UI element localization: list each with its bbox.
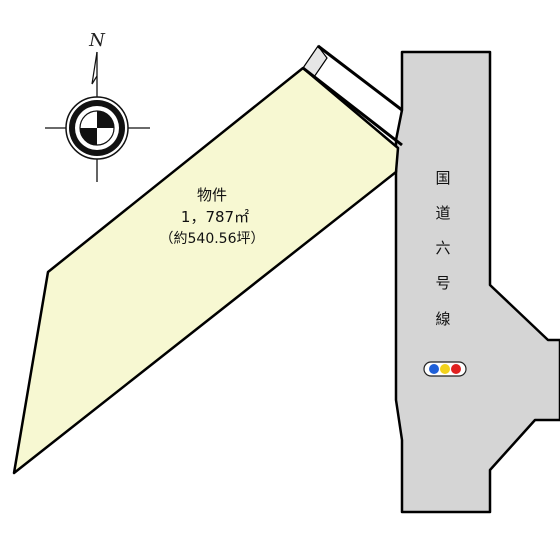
road-route-6: [394, 50, 560, 514]
signal-red-light: [451, 364, 461, 374]
road-name-char: 道: [435, 204, 450, 222]
property-area: 1，787㎡: [181, 208, 249, 226]
adjacent-boundary-upper: [317, 44, 403, 112]
road-name-char: 号: [435, 274, 450, 292]
traffic-signal-icon: [423, 361, 467, 377]
road-name: 国 道 六 号 線: [435, 169, 450, 328]
compass-north-letter: N: [88, 30, 106, 51]
property-boundary-ne: [302, 66, 403, 147]
road-name-char: 線: [435, 310, 450, 328]
property-label: 物件: [197, 186, 227, 204]
signal-blue-light: [429, 364, 439, 374]
signal-yellow-light: [440, 364, 450, 374]
road-name-char: 六: [435, 239, 450, 257]
compass-icon: N: [45, 30, 150, 182]
property-tsubo: （約540.56坪）: [160, 231, 265, 247]
road-area: [394, 50, 560, 514]
property-lot: [12, 66, 400, 475]
road-name-char: 国: [435, 169, 450, 187]
